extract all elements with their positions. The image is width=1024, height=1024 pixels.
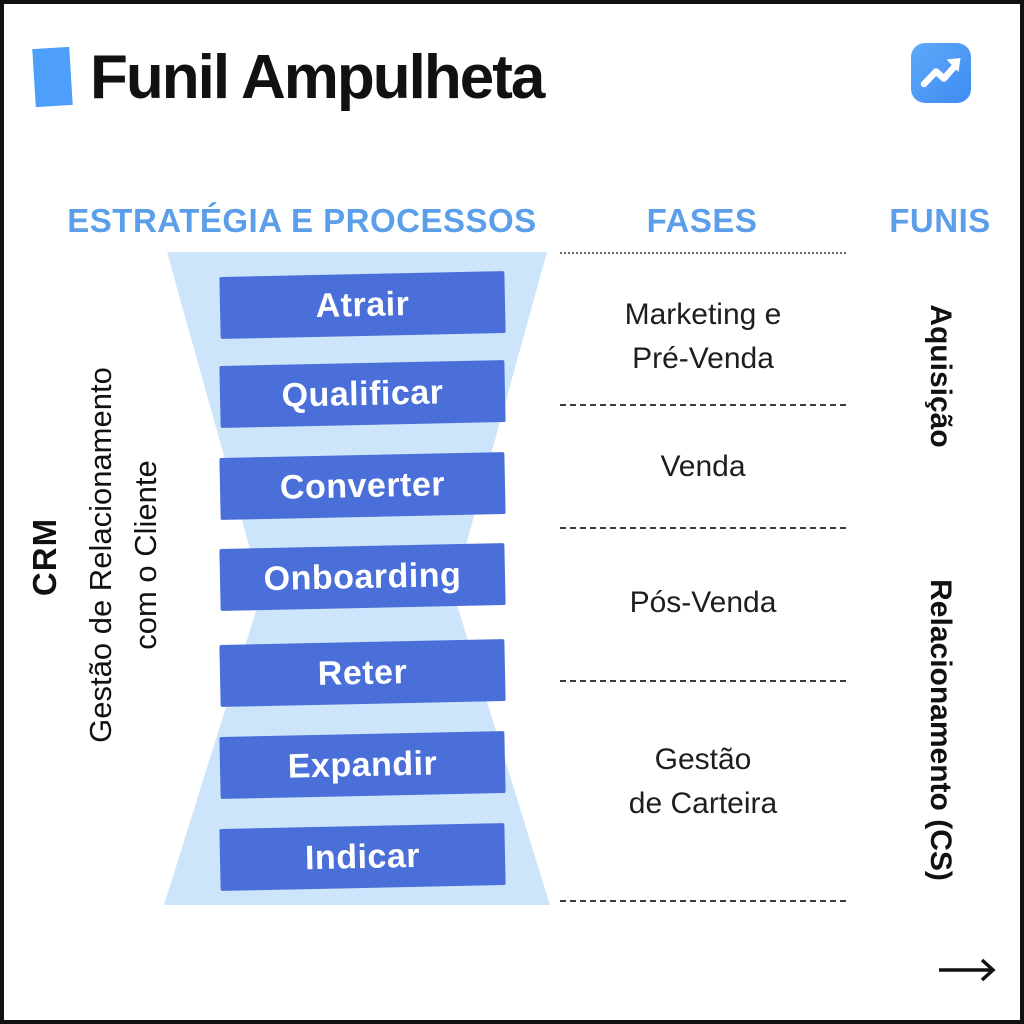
phase-line: Pós-Venda: [629, 586, 777, 619]
arrow-right-icon[interactable]: [934, 954, 1004, 986]
funnel-bar-qualificar: Qualificar: [219, 360, 506, 428]
phase-line: Venda: [660, 450, 746, 483]
column-header-funnels: FUNIS: [889, 202, 991, 239]
phase-line: Marketing e: [624, 298, 782, 331]
column-header-strategy: ESTRATÉGIA E PROCESSOS: [67, 202, 537, 239]
phase-divider-2: [560, 527, 846, 529]
funnel-bar-indicar: Indicar: [219, 823, 506, 891]
phase-divider-top: [560, 252, 846, 254]
phase-label-pos-venda: Pós-Venda: [560, 581, 846, 625]
phase-divider-bottom: [560, 900, 846, 902]
funnel-bar-atrair: Atrair: [219, 271, 506, 339]
funnel-bar-converter: Converter: [219, 452, 506, 520]
phase-divider-3: [560, 680, 846, 682]
phase-divider-1: [560, 404, 846, 406]
funnel-bar-onboarding: Onboarding: [219, 543, 506, 611]
page-title: Funil Ampulheta: [90, 43, 545, 112]
crm-description-line1: Gestão de Relacionamento: [83, 367, 118, 743]
column-header-phases: FASES: [646, 202, 758, 239]
funnel-label-relacionamento-cs: Relacionamento (CS): [924, 579, 957, 881]
phase-line: Pré-Venda: [632, 342, 774, 375]
funnel-bar-expandir: Expandir: [219, 731, 506, 799]
crm-description: Gestão de Relacionamento com o Cliente: [78, 367, 168, 743]
phase-label-marketing-pre-venda: Marketing e Pré-Venda: [560, 293, 846, 381]
trending-up-icon: [911, 43, 971, 103]
funnel-label-aquisicao: Aquisição: [924, 304, 957, 448]
phase-line: Gestão: [654, 743, 752, 776]
phase-line: de Carteira: [628, 787, 778, 820]
phase-label-venda: Venda: [560, 445, 846, 489]
crm-description-line2: com o Cliente: [128, 460, 163, 650]
phase-label-gestao-carteira: Gestão de Carteira: [560, 738, 846, 826]
funnel-bar-reter: Reter: [219, 639, 506, 707]
crm-label: CRM: [26, 517, 63, 597]
title-accent-bar: [32, 46, 73, 108]
